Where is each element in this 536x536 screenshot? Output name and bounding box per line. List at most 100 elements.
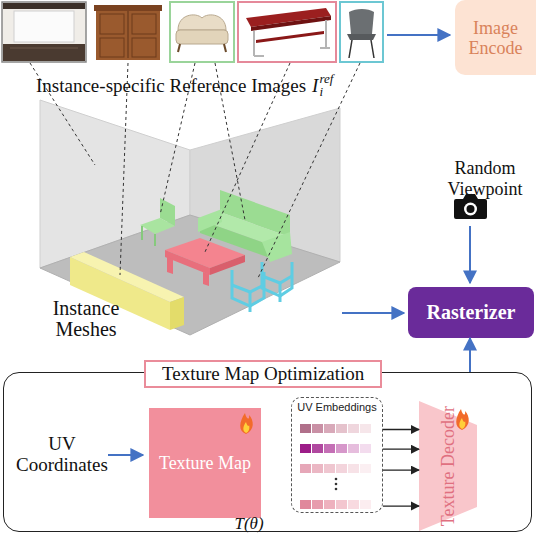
- trainable-flame-icon: [240, 413, 253, 434]
- embedding-cell: [348, 500, 359, 509]
- leader-line: [30, 63, 95, 165]
- connector-arrow: [383, 429, 419, 430]
- sofa-reference-image: [178, 15, 226, 30]
- chair-mesh-green: [141, 226, 143, 240]
- table-mesh: [210, 255, 245, 275]
- sofa-reference-image: [176, 30, 228, 44]
- table-reference-image: [325, 20, 327, 48]
- embedding-cell: [336, 500, 347, 509]
- leader-line: [120, 63, 128, 275]
- table-reference-image: [256, 31, 324, 43]
- embedding-box: UV Embeddings: [291, 397, 383, 513]
- texture-map-box: Texture Map: [149, 408, 261, 518]
- embedding-cell: [336, 444, 347, 453]
- ellipsis-dot: [335, 483, 338, 486]
- embedding-cell: [360, 500, 371, 509]
- embedding-cell: [324, 444, 335, 453]
- chair-meshes-cyan: [232, 285, 264, 292]
- sofa-reference-image: [178, 44, 180, 52]
- chair-meshes-cyan: [279, 283, 282, 302]
- leader-line: [30, 63, 360, 278]
- chair-mesh-green: [140, 198, 175, 246]
- leader-line: [258, 63, 360, 278]
- sofa-reference-image: [170, 2, 234, 62]
- embedding-cell: [300, 500, 311, 509]
- trainable-flame-icon: [240, 413, 253, 434]
- cabinet-reference-image: [100, 14, 124, 34]
- embedding-vector: [300, 464, 371, 473]
- cabinet-reference-image: [132, 38, 156, 57]
- edge-group: [383, 338, 470, 506]
- chair-meshes-cyan: [249, 292, 252, 312]
- chair-reference-image: [349, 9, 374, 34]
- node-text: Texture Map: [159, 453, 251, 474]
- embedding-vector: [300, 500, 371, 509]
- table-reference-image: [238, 2, 336, 62]
- embedding-cell: [300, 464, 311, 473]
- chair-reference-image: [347, 34, 376, 40]
- table-reference-image: [253, 31, 255, 56]
- chair-reference-image: [349, 40, 352, 58]
- wall-reference-image: [2, 2, 86, 62]
- embedding-cell: [360, 444, 371, 453]
- superscript-slot: ref: [319, 72, 333, 85]
- embedding-cell: [348, 464, 359, 473]
- caption-slot: Instance-specific Reference Images: [36, 75, 306, 96]
- embedding-cell: [336, 464, 347, 473]
- embedding-cell: [348, 444, 359, 453]
- node-text: Image Encode: [459, 18, 532, 58]
- trainable-flame-icon: [456, 409, 469, 430]
- embedding-vector: [300, 444, 371, 453]
- uv-arrow: [108, 454, 143, 456]
- viewpoint-arrow: [469, 226, 471, 283]
- figure-caption: Instance-specific Reference Images: [36, 75, 306, 96]
- embedding-cell: [312, 444, 323, 453]
- connector-arrow: [383, 469, 419, 470]
- math-superscript: ref: [319, 72, 333, 85]
- chair-meshes-cyan: [262, 276, 292, 283]
- embedding-cell: [360, 424, 371, 433]
- cabinet-mesh: [70, 252, 184, 330]
- chair-reference-image: [371, 40, 374, 58]
- table-reference-image: [320, 47, 330, 49]
- embedding-cell: [324, 500, 335, 509]
- table-reference-image: [251, 16, 331, 31]
- rasterizer-box: Rasterizer: [408, 287, 534, 338]
- camera-icon: [464, 203, 477, 216]
- trainable-flame-icon: [456, 409, 469, 430]
- embedding-rows: [300, 424, 371, 509]
- table-reference-image: [254, 55, 264, 57]
- embedding-cell: [300, 424, 311, 433]
- cabinet-mesh: [70, 252, 184, 302]
- node-text: Texture Decoder: [438, 406, 459, 526]
- cabinet-mesh: [170, 297, 184, 330]
- sofa-reference-image: [170, 2, 234, 62]
- connector-arrow: [383, 449, 419, 450]
- chair-reference-image: [340, 2, 383, 62]
- mesh-label: Instance Meshes: [38, 298, 134, 340]
- connector-arrow: [469, 338, 471, 372]
- embedding-cell: [324, 424, 335, 433]
- sofa-mesh: [198, 209, 222, 232]
- reference-caption: Instance-specific Reference Images I ref…: [36, 72, 333, 98]
- chair-reference-image: [340, 2, 383, 62]
- panel-title: Texture Map Optimization: [144, 360, 382, 388]
- wall-reference-image: [3, 44, 85, 61]
- room-meshes: [40, 100, 340, 335]
- ellipsis-dot: [335, 488, 338, 491]
- chair-meshes-cyan: [262, 262, 292, 296]
- embedding-cell: [312, 424, 323, 433]
- decoder-trapezoid: Texture Decoder: [419, 401, 477, 531]
- mesh-arrow: [342, 312, 404, 314]
- node-text: Rasterizer: [427, 301, 516, 324]
- trapezoid-shape: [419, 401, 477, 531]
- sofa-reference-image: [224, 44, 226, 52]
- cabinet-reference-image: [100, 38, 124, 57]
- camera-icon: [454, 194, 487, 219]
- embedding-cell: [312, 500, 323, 509]
- camera-icon: [454, 194, 487, 219]
- connector-arrow: [383, 505, 419, 506]
- embedding-cell: [312, 464, 323, 473]
